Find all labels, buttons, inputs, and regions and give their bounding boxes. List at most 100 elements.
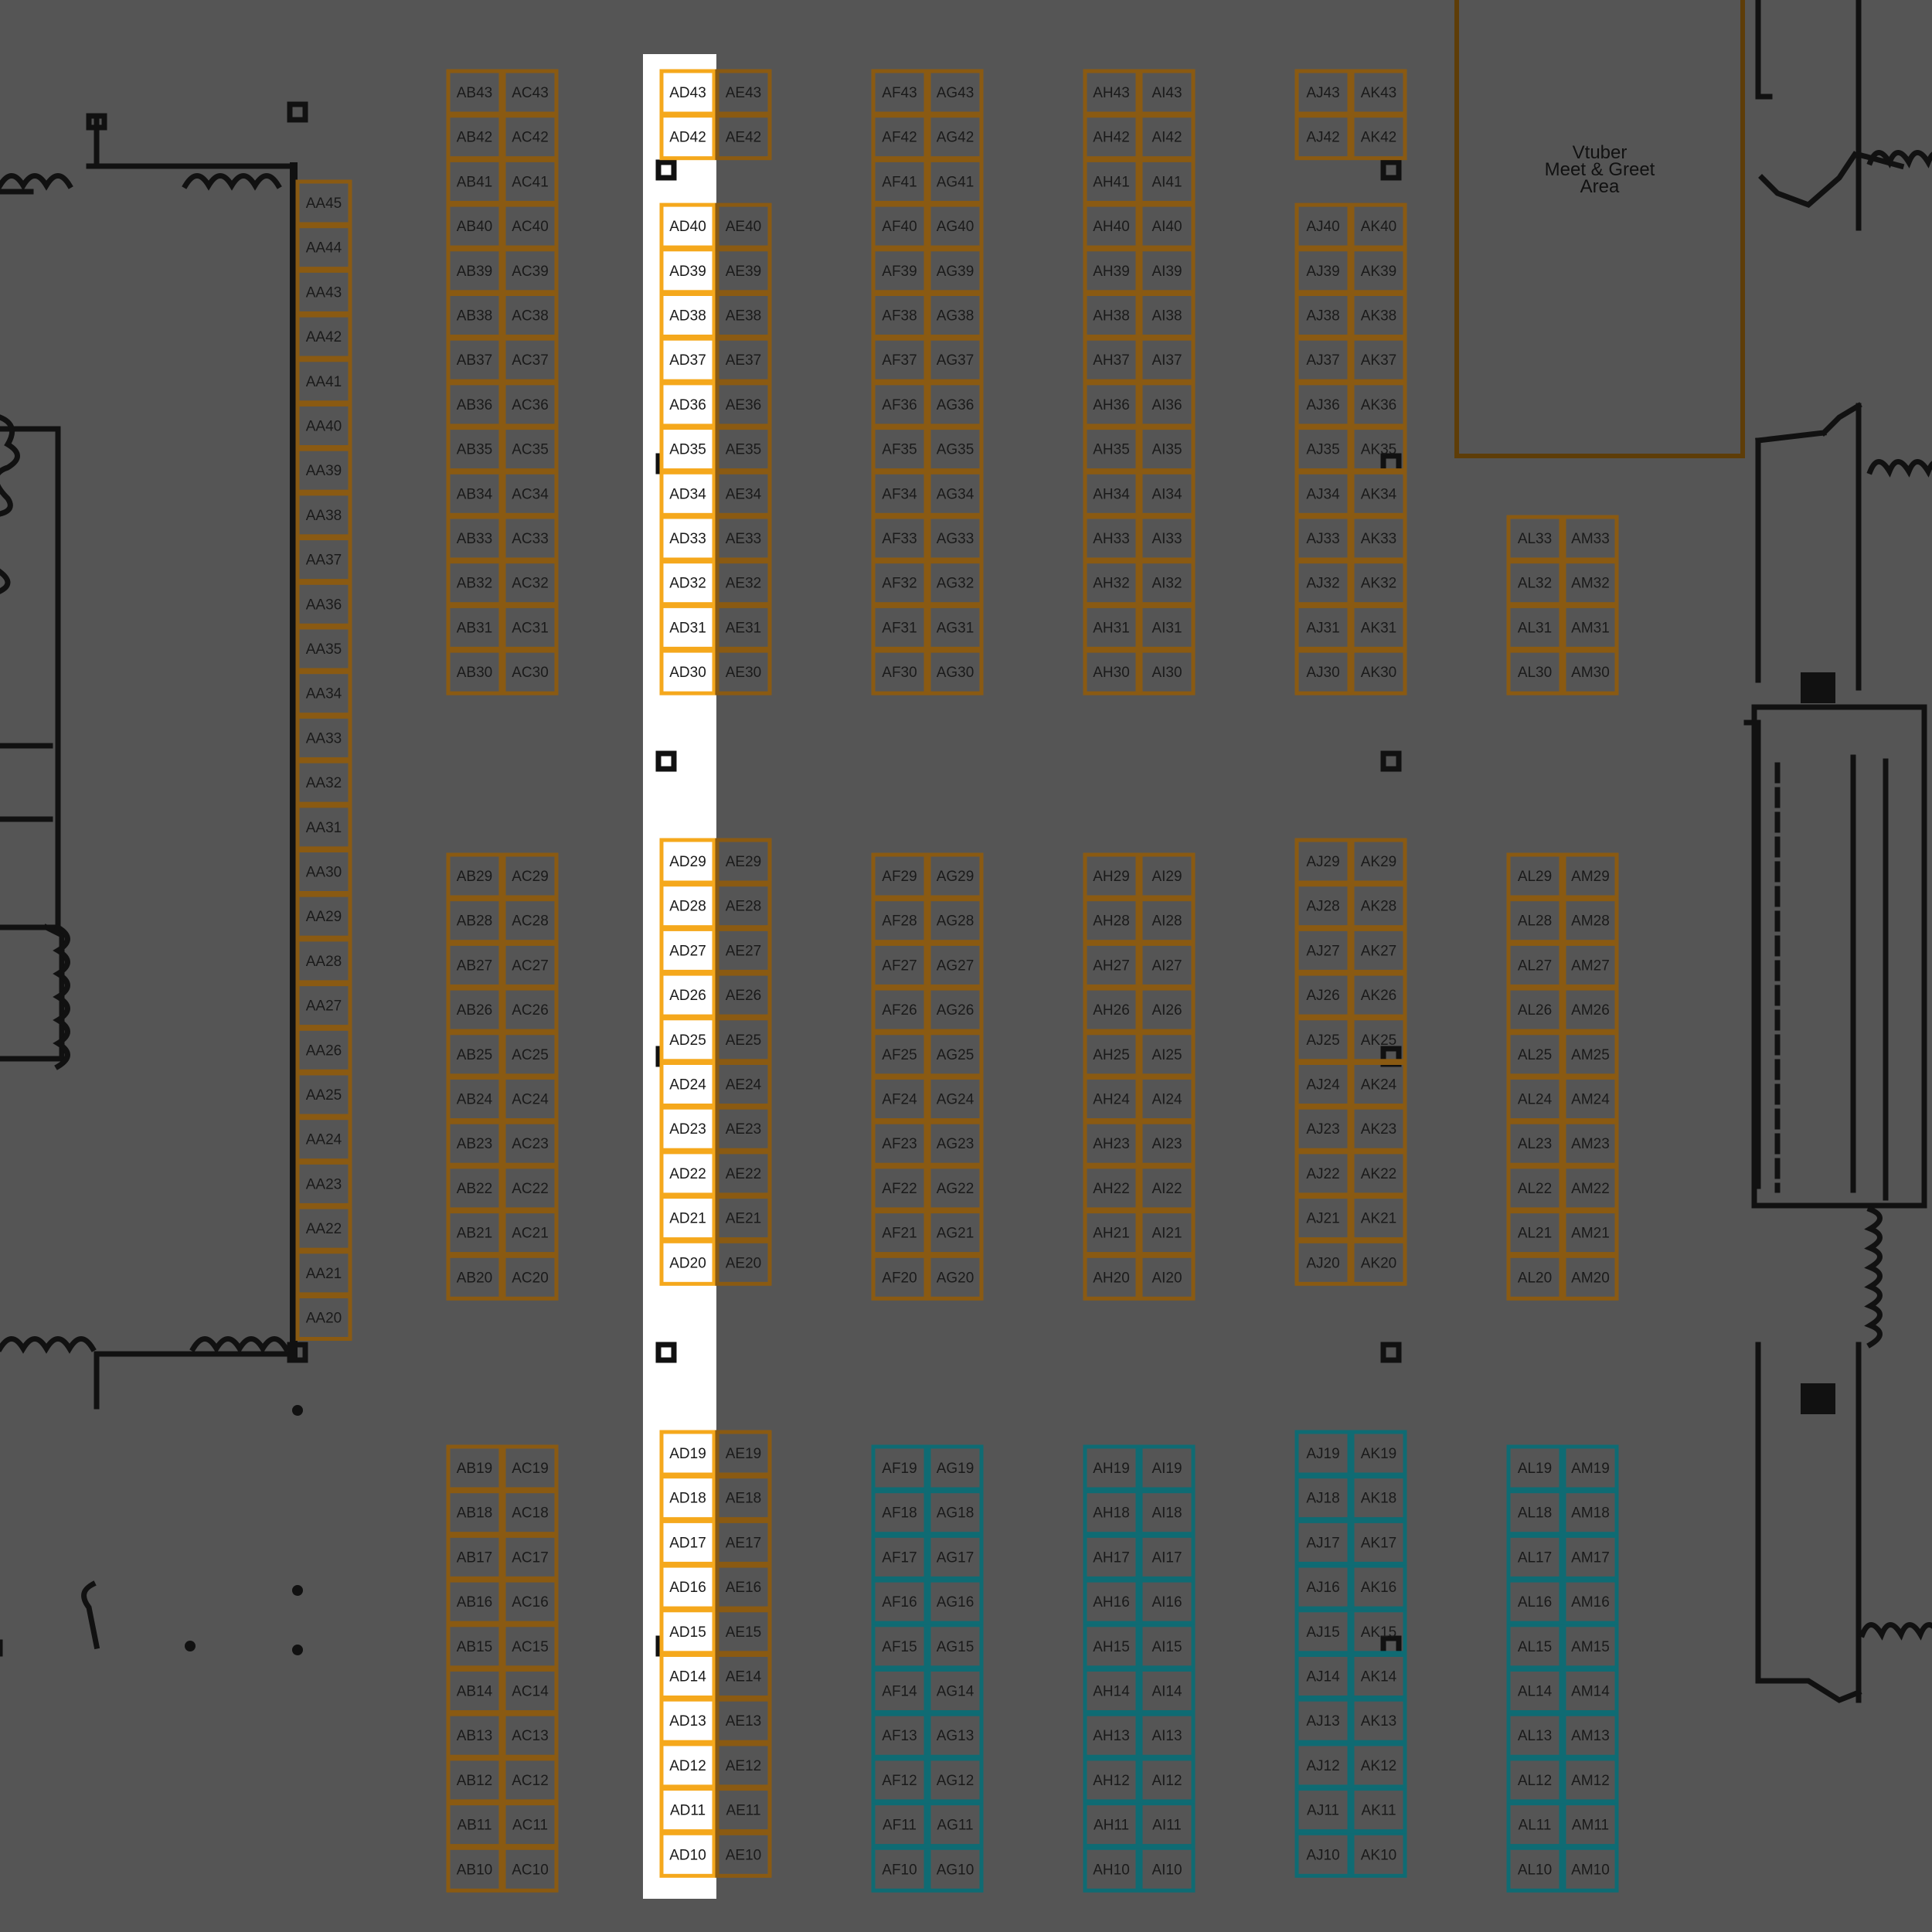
booth-box[interactable] bbox=[927, 1120, 984, 1167]
booth-ac32[interactable]: AC32 bbox=[502, 560, 559, 607]
booth-aa31[interactable]: AA31 bbox=[295, 804, 352, 851]
booth-af37[interactable]: AF37 bbox=[871, 336, 928, 383]
booth-am30[interactable]: AM30 bbox=[1562, 648, 1619, 696]
booth-box[interactable] bbox=[446, 1533, 503, 1580]
booth-box[interactable] bbox=[715, 1831, 772, 1878]
booth-box[interactable] bbox=[1083, 941, 1140, 988]
booth-ah34[interactable]: AH34 bbox=[1083, 470, 1140, 517]
booth-ad25[interactable]: AD25 bbox=[659, 1016, 716, 1063]
booth-af26[interactable]: AF26 bbox=[871, 986, 928, 1033]
booth-ak29[interactable]: AK29 bbox=[1350, 838, 1407, 885]
booth-ah20[interactable]: AH20 bbox=[1083, 1253, 1140, 1301]
booth-box[interactable] bbox=[871, 202, 928, 250]
booth-ah10[interactable]: AH10 bbox=[1083, 1845, 1140, 1893]
booth-box[interactable] bbox=[446, 202, 503, 250]
booth-ag12[interactable]: AG12 bbox=[927, 1757, 984, 1804]
booth-box[interactable] bbox=[871, 1076, 928, 1122]
booth-box[interactable] bbox=[446, 1712, 503, 1759]
booth-ag17[interactable]: AG17 bbox=[927, 1533, 984, 1580]
booth-ad43[interactable]: AD43 bbox=[659, 69, 716, 116]
booth-am20[interactable]: AM20 bbox=[1562, 1253, 1619, 1301]
booth-box[interactable] bbox=[659, 927, 716, 974]
booth-box[interactable] bbox=[715, 648, 772, 696]
booth-ai30[interactable]: AI30 bbox=[1138, 648, 1196, 696]
booth-af36[interactable]: AF36 bbox=[871, 381, 928, 428]
booth-box[interactable] bbox=[502, 247, 559, 294]
booth-al33[interactable]: AL33 bbox=[1506, 515, 1563, 562]
booth-ak30[interactable]: AK30 bbox=[1350, 648, 1407, 696]
booth-al22[interactable]: AL22 bbox=[1506, 1165, 1563, 1212]
booth-box[interactable] bbox=[871, 1712, 928, 1759]
booth-box[interactable] bbox=[295, 358, 352, 405]
booth-box[interactable] bbox=[1294, 648, 1352, 696]
booth-box[interactable] bbox=[1294, 1239, 1352, 1286]
booth-al16[interactable]: AL16 bbox=[1506, 1578, 1563, 1625]
booth-af29[interactable]: AF29 bbox=[871, 852, 928, 900]
booth-ab36[interactable]: AB36 bbox=[446, 381, 503, 428]
booth-ac18[interactable]: AC18 bbox=[502, 1489, 559, 1536]
booth-box[interactable] bbox=[295, 804, 352, 851]
booth-box[interactable] bbox=[1350, 381, 1407, 428]
booth-box[interactable] bbox=[1562, 1209, 1619, 1257]
booth-box[interactable] bbox=[871, 1757, 928, 1804]
booth-aj12[interactable]: AJ12 bbox=[1294, 1742, 1352, 1789]
booth-am28[interactable]: AM28 bbox=[1562, 897, 1619, 944]
booth-ah27[interactable]: AH27 bbox=[1083, 941, 1140, 988]
booth-box[interactable] bbox=[1294, 1475, 1352, 1522]
booth-ae21[interactable]: AE21 bbox=[715, 1195, 772, 1242]
booth-ac14[interactable]: AC14 bbox=[502, 1668, 559, 1714]
booth-box[interactable] bbox=[1506, 1712, 1563, 1759]
booth-box[interactable] bbox=[1083, 1489, 1140, 1536]
booth-am32[interactable]: AM32 bbox=[1562, 560, 1619, 607]
booth-box[interactable] bbox=[659, 604, 716, 651]
booth-box[interactable] bbox=[1083, 1444, 1140, 1492]
booth-box[interactable] bbox=[659, 292, 716, 338]
booth-box[interactable] bbox=[715, 1150, 772, 1197]
booth-ah42[interactable]: AH42 bbox=[1083, 114, 1140, 161]
booth-ad38[interactable]: AD38 bbox=[659, 292, 716, 338]
booth-box[interactable] bbox=[446, 1578, 503, 1625]
booth-am10[interactable]: AM10 bbox=[1562, 1845, 1619, 1893]
booth-ae19[interactable]: AE19 bbox=[715, 1430, 772, 1477]
booth-ae17[interactable]: AE17 bbox=[715, 1519, 772, 1566]
booth-box[interactable] bbox=[1562, 1444, 1619, 1492]
booth-box[interactable] bbox=[446, 114, 503, 161]
booth-am27[interactable]: AM27 bbox=[1562, 941, 1619, 988]
booth-ag33[interactable]: AG33 bbox=[927, 515, 984, 562]
booth-ak16[interactable]: AK16 bbox=[1350, 1563, 1407, 1611]
booth-ak38[interactable]: AK38 bbox=[1350, 292, 1407, 338]
booth-box[interactable] bbox=[1562, 1757, 1619, 1804]
booth-aj36[interactable]: AJ36 bbox=[1294, 381, 1352, 428]
booth-box[interactable] bbox=[1562, 1076, 1619, 1122]
booth-ac11[interactable]: AC11 bbox=[502, 1801, 559, 1849]
booth-ad18[interactable]: AD18 bbox=[659, 1475, 716, 1522]
booth-ab12[interactable]: AB12 bbox=[446, 1757, 503, 1804]
booth-box[interactable] bbox=[1562, 648, 1619, 696]
booth-al26[interactable]: AL26 bbox=[1506, 986, 1563, 1033]
booth-box[interactable] bbox=[502, 202, 559, 250]
booth-al11[interactable]: AL11 bbox=[1506, 1801, 1563, 1849]
booth-box[interactable] bbox=[927, 292, 984, 338]
booth-box[interactable] bbox=[295, 179, 352, 226]
booth-box[interactable] bbox=[1350, 1787, 1407, 1834]
booth-box[interactable] bbox=[871, 1801, 928, 1849]
booth-ak31[interactable]: AK31 bbox=[1350, 604, 1407, 651]
booth-ah43[interactable]: AH43 bbox=[1083, 69, 1140, 116]
booth-ae37[interactable]: AE37 bbox=[715, 336, 772, 383]
booth-box[interactable] bbox=[1350, 426, 1407, 473]
booth-ak26[interactable]: AK26 bbox=[1350, 971, 1407, 1019]
booth-box[interactable] bbox=[1506, 515, 1563, 562]
booth-box[interactable] bbox=[1506, 1444, 1563, 1492]
booth-box[interactable] bbox=[1294, 560, 1352, 607]
booth-box[interactable] bbox=[446, 1031, 503, 1078]
booth-ab22[interactable]: AB22 bbox=[446, 1165, 503, 1212]
booth-ac21[interactable]: AC21 bbox=[502, 1209, 559, 1257]
booth-box[interactable] bbox=[1350, 247, 1407, 294]
booth-box[interactable] bbox=[927, 470, 984, 517]
booth-box[interactable] bbox=[446, 1444, 503, 1492]
booth-ak25[interactable]: AK25 bbox=[1350, 1016, 1407, 1063]
booth-box[interactable] bbox=[1350, 1475, 1407, 1522]
booth-aj25[interactable]: AJ25 bbox=[1294, 1016, 1352, 1063]
booth-ad11[interactable]: AD11 bbox=[659, 1787, 716, 1834]
booth-box[interactable] bbox=[295, 580, 352, 628]
